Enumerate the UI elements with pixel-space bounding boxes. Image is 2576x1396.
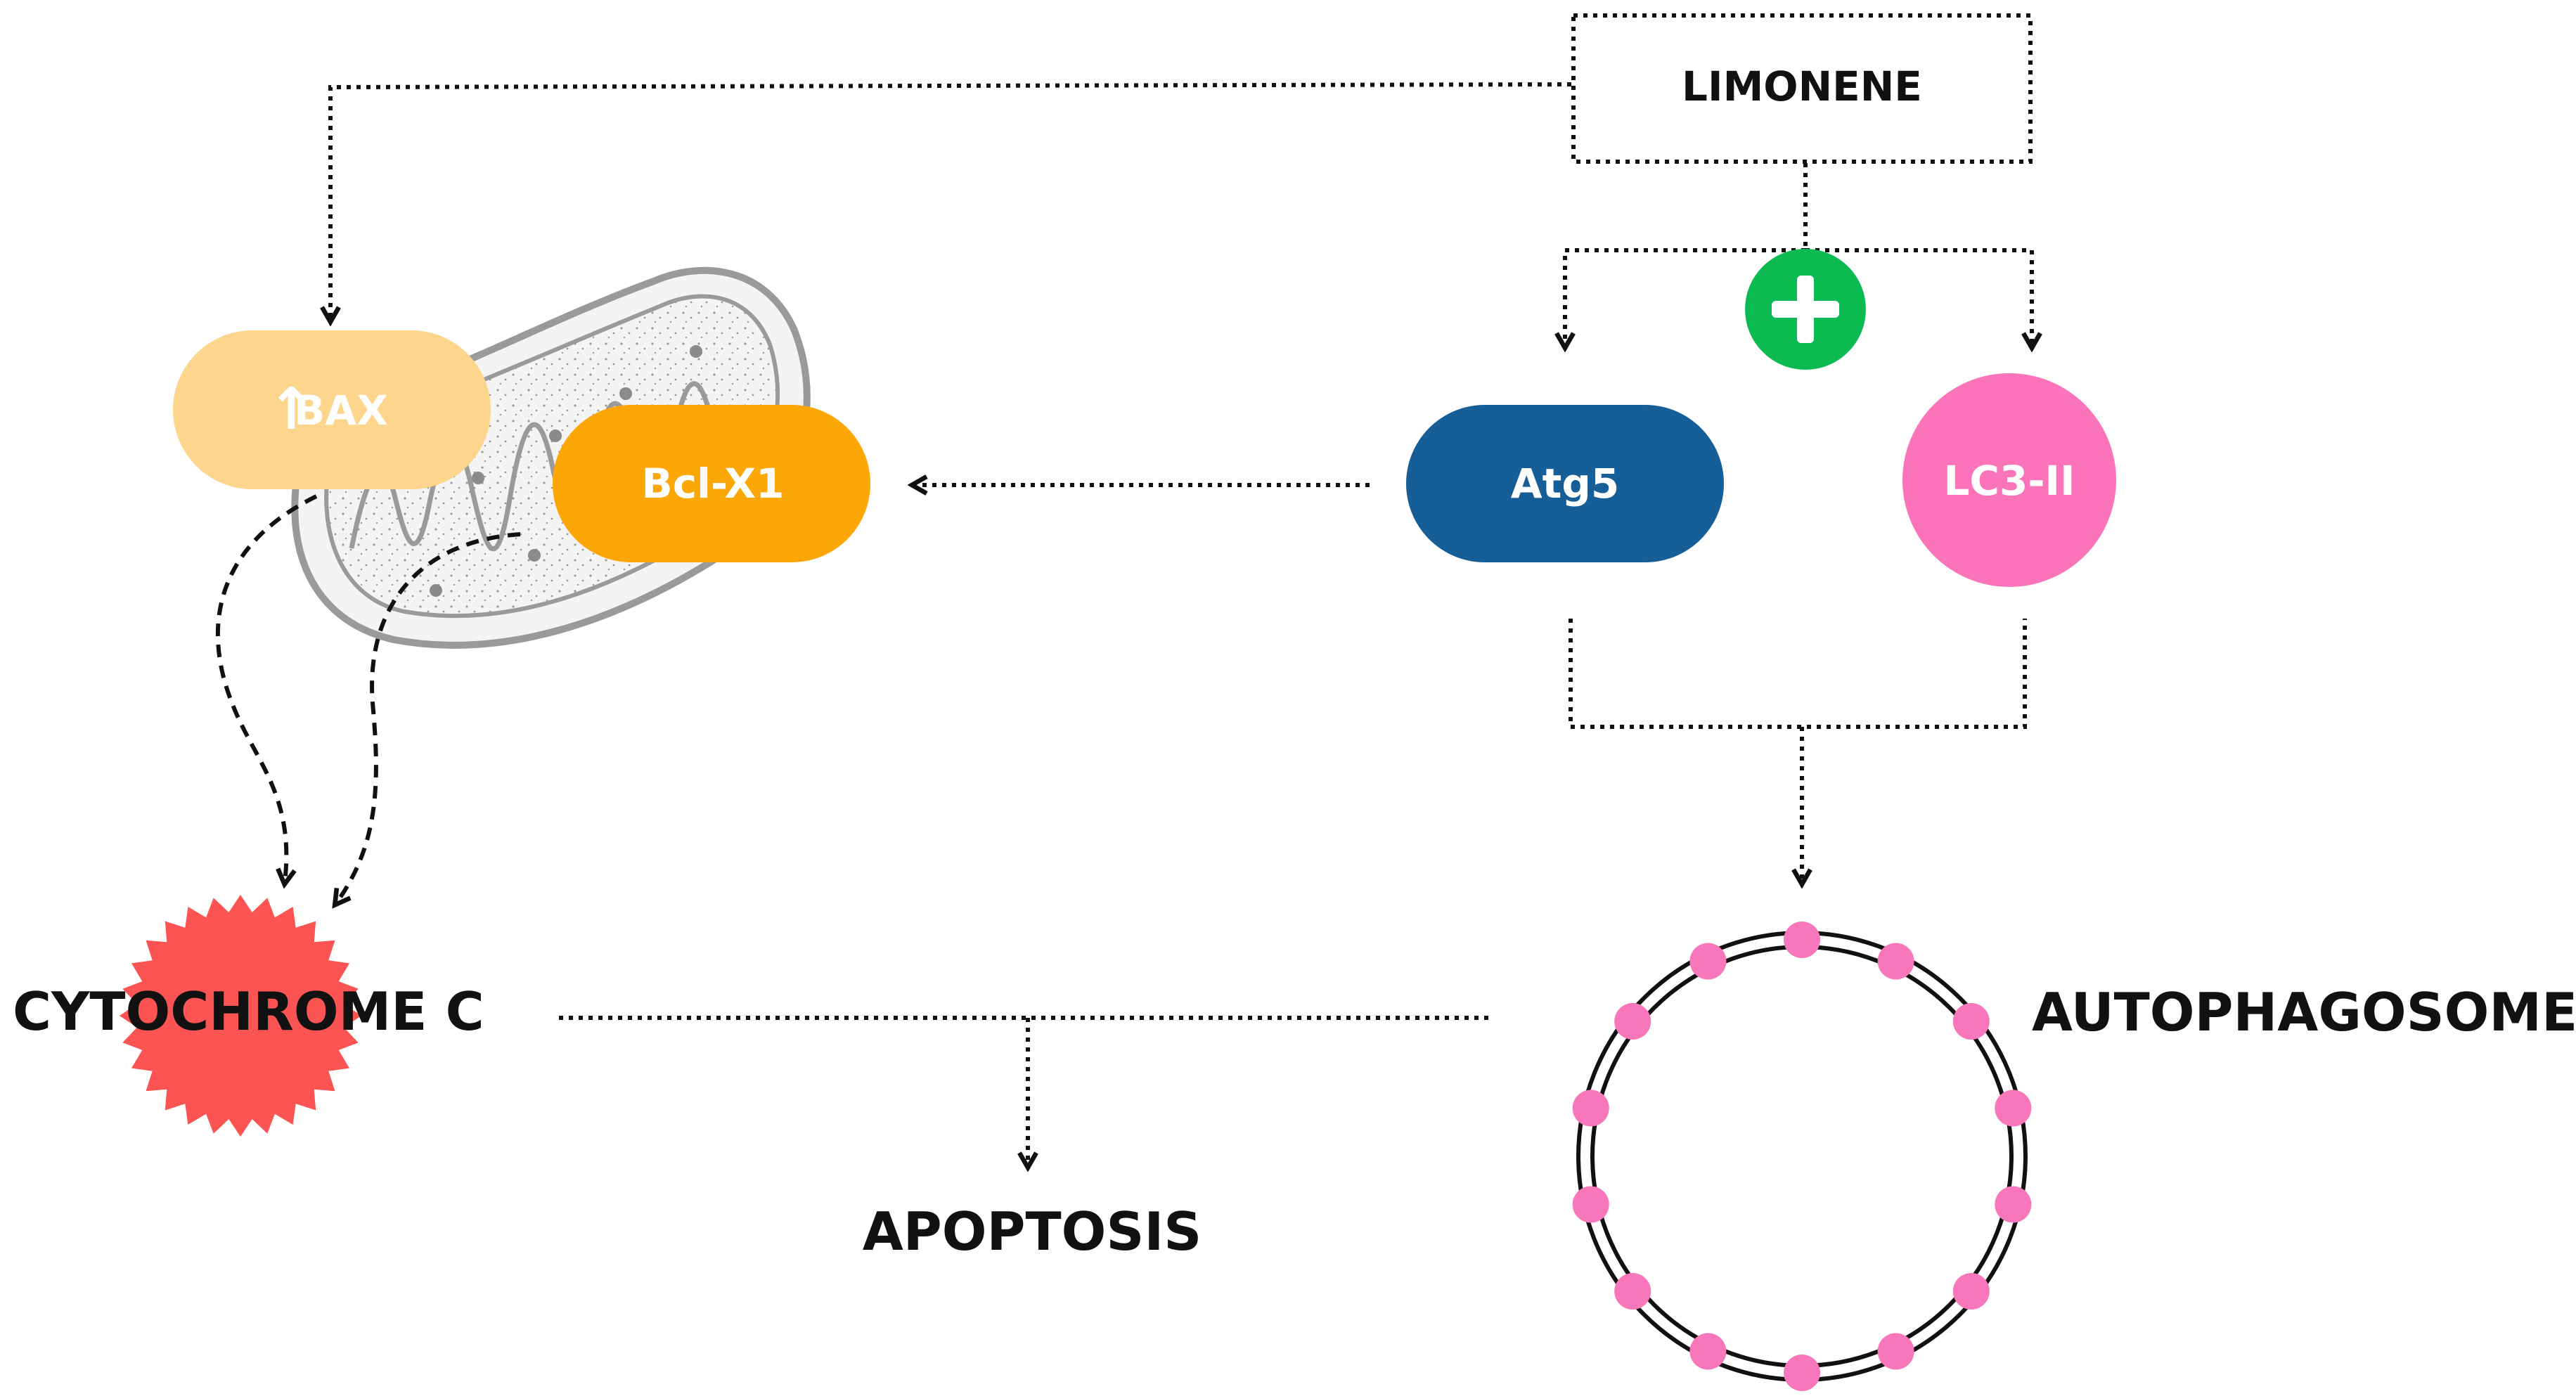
vesicle-dot bbox=[1614, 1003, 1651, 1040]
vesicle-dot bbox=[1689, 1333, 1727, 1370]
limonene-to-bax-line bbox=[330, 82, 1572, 320]
vesicle-dot bbox=[1995, 1090, 2032, 1127]
bcl-x1-label: Bcl-X1 bbox=[642, 460, 785, 508]
branch-to-lc3-line bbox=[1805, 248, 2032, 346]
lc3-ii-node: LC3-II bbox=[1902, 373, 2116, 587]
bcl-x1-node: Bcl-X1 bbox=[553, 405, 870, 562]
atg5-label: Atg5 bbox=[1511, 460, 1620, 508]
atg5-node: Atg5 bbox=[1406, 405, 1724, 562]
limonene-label: LIMONENE bbox=[1682, 63, 1922, 110]
vesicle-dot bbox=[1952, 1273, 1990, 1310]
vesicle-dot bbox=[1689, 943, 1727, 980]
vesicle-dot bbox=[1952, 1003, 1990, 1040]
vesicle-dot bbox=[1877, 943, 1914, 980]
vesicle-dot bbox=[1572, 1090, 1609, 1127]
vesicle-dot bbox=[1784, 1355, 1820, 1391]
vesicle-dot bbox=[1614, 1273, 1651, 1310]
bax-to-cytochrome-curve bbox=[215, 494, 318, 882]
atg5-down-line bbox=[1569, 619, 2027, 729]
vesicle-dot bbox=[1784, 922, 1820, 958]
bax-label: BAX bbox=[294, 387, 388, 434]
autophagosome-label: AUTOPHAGOSOME bbox=[2032, 981, 2576, 1043]
vesicle-dot bbox=[1572, 1186, 1609, 1223]
limonene-box: LIMONENE bbox=[1571, 13, 2033, 164]
autophagosome-vesicle bbox=[1572, 922, 2032, 1391]
branch-to-atg5-line bbox=[1565, 248, 1805, 346]
plus-icon bbox=[1745, 249, 1866, 370]
vesicle-dot bbox=[1877, 1333, 1914, 1370]
cytochrome-c-label: CYTOCHROME C bbox=[13, 981, 484, 1042]
bax-node: ↑ BAX bbox=[173, 330, 491, 489]
apoptosis-label: APOPTOSIS bbox=[863, 1201, 1202, 1262]
vesicle-dot bbox=[1995, 1186, 2032, 1223]
bax-up-arrow: ↑ bbox=[267, 376, 316, 443]
cytochrome-c-starburst bbox=[120, 895, 361, 1137]
lc3-ii-label: LC3-II bbox=[1943, 457, 2075, 505]
